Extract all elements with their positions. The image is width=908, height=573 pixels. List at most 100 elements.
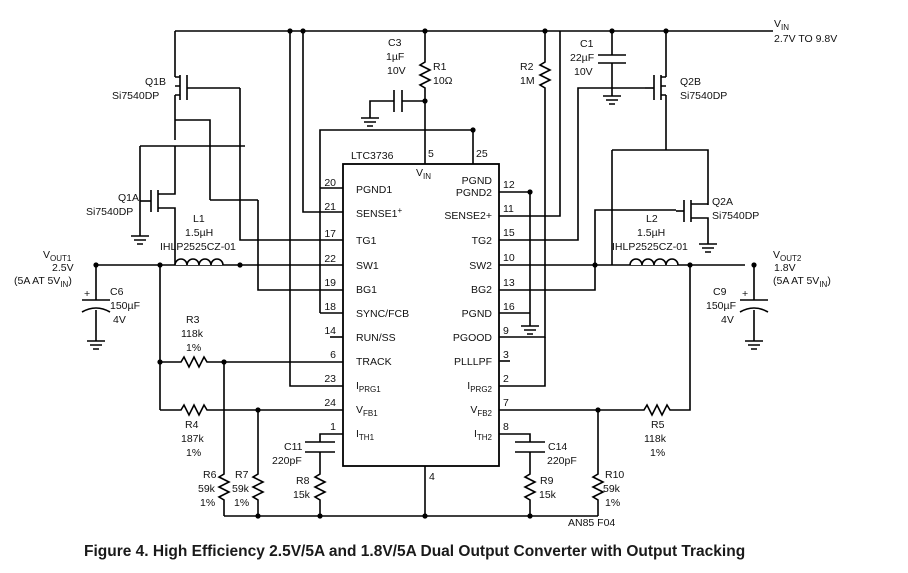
svg-text:1.8V: 1.8V <box>774 262 796 274</box>
svg-text:Si7540DP: Si7540DP <box>680 90 727 102</box>
svg-text:11: 11 <box>503 203 514 215</box>
capacitor-c1: C1 22µF 10V <box>570 31 626 105</box>
resistor-r5: R5 118k 1% <box>639 265 691 459</box>
svg-text:(5A AT 5VIN): (5A AT 5VIN) <box>14 275 72 289</box>
svg-text:19: 19 <box>324 277 336 289</box>
svg-text:59k: 59k <box>603 483 621 495</box>
svg-text:SW2: SW2 <box>469 260 492 272</box>
svg-text:SYNC/FCB: SYNC/FCB <box>356 308 409 320</box>
svg-text:12: 12 <box>503 179 515 191</box>
svg-text:TG1: TG1 <box>356 235 377 247</box>
svg-text:Si7540DP: Si7540DP <box>112 90 159 102</box>
svg-text:4V: 4V <box>113 314 126 326</box>
svg-text:1: 1 <box>330 421 336 433</box>
svg-text:PGND: PGND <box>462 308 493 320</box>
svg-text:15k: 15k <box>293 489 311 501</box>
svg-text:1%: 1% <box>186 447 201 459</box>
resistor-r4: R4 187k 1% <box>160 404 343 459</box>
resistor-r10: R10 59k 1% <box>592 410 624 516</box>
svg-text:15: 15 <box>503 227 515 239</box>
svg-text:6: 6 <box>330 349 336 361</box>
svg-text:10: 10 <box>503 252 515 264</box>
vout1-label: VOUT1 2.5V (5A AT 5VIN) <box>14 249 74 289</box>
svg-text:L2: L2 <box>646 213 658 225</box>
capacitor-c3: C3 1µF 10V <box>360 37 425 127</box>
figure-code: AN85 F04 <box>568 517 615 529</box>
svg-text:4V: 4V <box>721 314 734 326</box>
svg-text:1%: 1% <box>605 497 620 509</box>
svg-text:VFB1: VFB1 <box>356 404 378 418</box>
svg-text:22µF: 22µF <box>570 52 594 64</box>
svg-text:15k: 15k <box>539 489 557 501</box>
pin-vin-label: VIN <box>416 167 431 181</box>
svg-text:1%: 1% <box>650 447 665 459</box>
svg-text:1.5µH: 1.5µH <box>637 227 665 239</box>
svg-text:VOUT2: VOUT2 <box>773 249 802 263</box>
svg-text:9: 9 <box>503 325 509 337</box>
vout2-label: VOUT2 1.8V (5A AT 5VIN) <box>773 249 831 289</box>
svg-text:21: 21 <box>324 201 336 213</box>
svg-text:Q1B: Q1B <box>145 76 166 88</box>
svg-text:118k: 118k <box>644 433 667 445</box>
svg-text:220pF: 220pF <box>272 455 302 467</box>
svg-text:1%: 1% <box>234 497 249 509</box>
svg-text:59k: 59k <box>232 483 250 495</box>
svg-text:SENSE1+: SENSE1+ <box>356 206 402 220</box>
pin-5-num: 5 <box>428 148 434 160</box>
mosfet-q2b: Q2B Si7540DP <box>645 31 727 150</box>
svg-text:R6: R6 <box>203 469 217 481</box>
svg-text:IHLP2525CZ-01: IHLP2525CZ-01 <box>160 241 236 253</box>
svg-text:10V: 10V <box>387 65 406 77</box>
svg-text:187k: 187k <box>181 433 205 445</box>
svg-text:R4: R4 <box>185 419 199 431</box>
svg-text:ITH1: ITH1 <box>356 428 375 442</box>
svg-text:BG2: BG2 <box>471 284 492 296</box>
svg-text:IPRG2: IPRG2 <box>467 380 492 394</box>
inductor-l1: L1 1.5µH IHLP2525CZ-01 <box>160 213 236 266</box>
svg-text:59k: 59k <box>198 483 216 495</box>
svg-text:(5A AT 5VIN): (5A AT 5VIN) <box>773 275 831 289</box>
svg-text:SENSE2+: SENSE2+ <box>444 210 492 222</box>
svg-text:118k: 118k <box>181 328 204 340</box>
svg-text:150µF: 150µF <box>706 300 736 312</box>
svg-text:10Ω: 10Ω <box>433 75 453 87</box>
svg-text:R7: R7 <box>235 469 249 481</box>
svg-text:+: + <box>84 288 90 300</box>
svg-text:23: 23 <box>324 373 336 385</box>
svg-text:R10: R10 <box>605 469 624 481</box>
svg-text:IPRG1: IPRG1 <box>356 380 381 394</box>
svg-text:2.5V: 2.5V <box>52 262 74 274</box>
svg-text:1%: 1% <box>200 497 215 509</box>
mosfet-q1a: Q1A Si7540DP <box>86 145 245 265</box>
svg-text:TRACK: TRACK <box>356 356 392 368</box>
svg-text:VIN: VIN <box>774 18 789 32</box>
svg-text:Q2A: Q2A <box>712 196 733 208</box>
svg-text:IHLP2525CZ-01: IHLP2525CZ-01 <box>612 241 688 253</box>
svg-text:Si7540DP: Si7540DP <box>86 206 133 218</box>
svg-text:BG1: BG1 <box>356 284 377 296</box>
svg-text:R5: R5 <box>651 419 665 431</box>
svg-text:1µF: 1µF <box>386 51 404 63</box>
svg-text:C9: C9 <box>713 286 727 298</box>
figure-caption: Figure 4. High Efficiency 2.5V/5A and 1.… <box>84 543 746 560</box>
svg-text:2: 2 <box>503 373 509 385</box>
svg-text:RUN/SS: RUN/SS <box>356 332 396 344</box>
svg-text:ITH2: ITH2 <box>474 428 493 442</box>
pin-4-num: 4 <box>429 471 435 483</box>
svg-text:R8: R8 <box>296 475 310 487</box>
svg-text:VFB2: VFB2 <box>470 404 492 418</box>
svg-text:C1: C1 <box>580 38 594 50</box>
svg-text:Si7540DP: Si7540DP <box>712 210 759 222</box>
svg-text:PGND2: PGND2 <box>456 187 492 199</box>
svg-text:C3: C3 <box>388 37 402 49</box>
svg-text:22: 22 <box>324 253 336 265</box>
svg-text:Q2B: Q2B <box>680 76 701 88</box>
inductor-l2: L2 1.5µH IHLP2525CZ-01 <box>612 213 688 266</box>
svg-text:8: 8 <box>503 421 509 433</box>
svg-text:PGOOD: PGOOD <box>453 332 493 344</box>
mosfet-q1b: Q1B Si7540DP <box>112 31 240 140</box>
svg-text:R2: R2 <box>520 61 534 73</box>
capacitor-c9: + C9 150µF 4V <box>706 265 769 350</box>
ic-name: LTC3736 <box>351 150 394 162</box>
